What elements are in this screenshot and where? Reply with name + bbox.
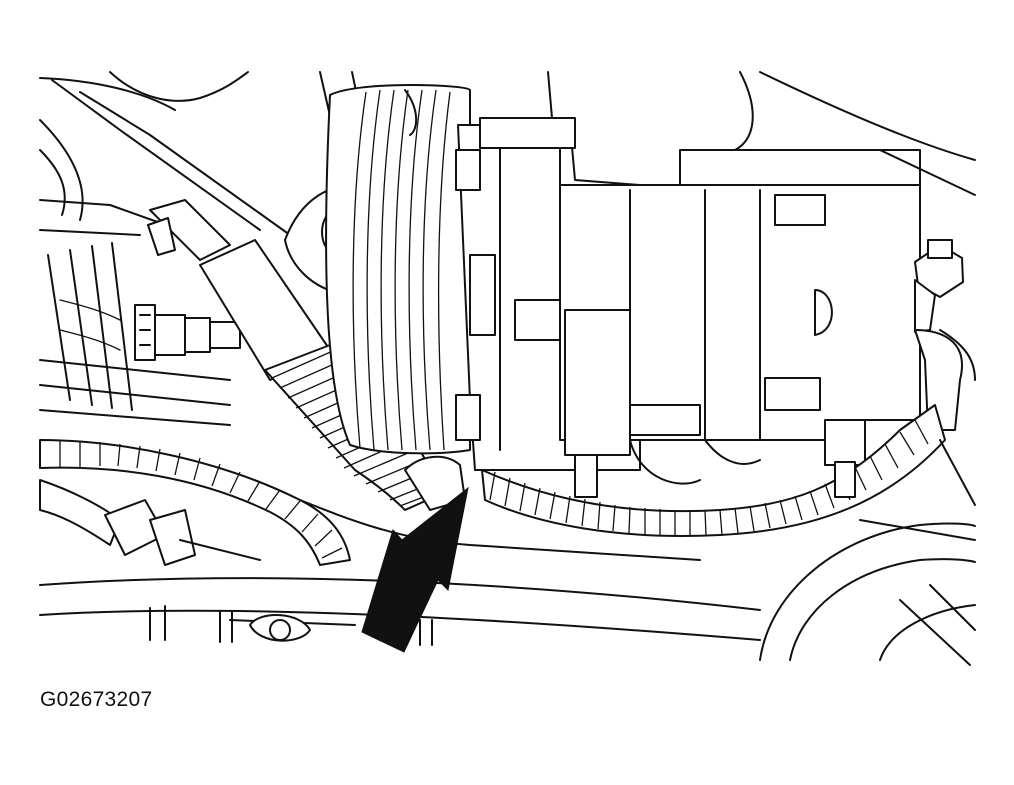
wiring-harness-left [39,439,351,566]
figure-id-label: G02673207 [40,688,153,711]
right-side-structure [859,329,976,541]
wiring-harness-lower [481,404,946,537]
compressor-body [559,149,921,485]
hose-lower-left [39,479,261,566]
compressor-pulley [325,84,471,455]
idler-pulley-bottom-right [759,522,976,666]
radiator-fins [39,242,231,426]
engine-block-outline [39,71,976,236]
hose-fitting-left [134,304,241,361]
pressure-fitting-right [914,239,964,431]
locator-arrow [361,486,469,653]
